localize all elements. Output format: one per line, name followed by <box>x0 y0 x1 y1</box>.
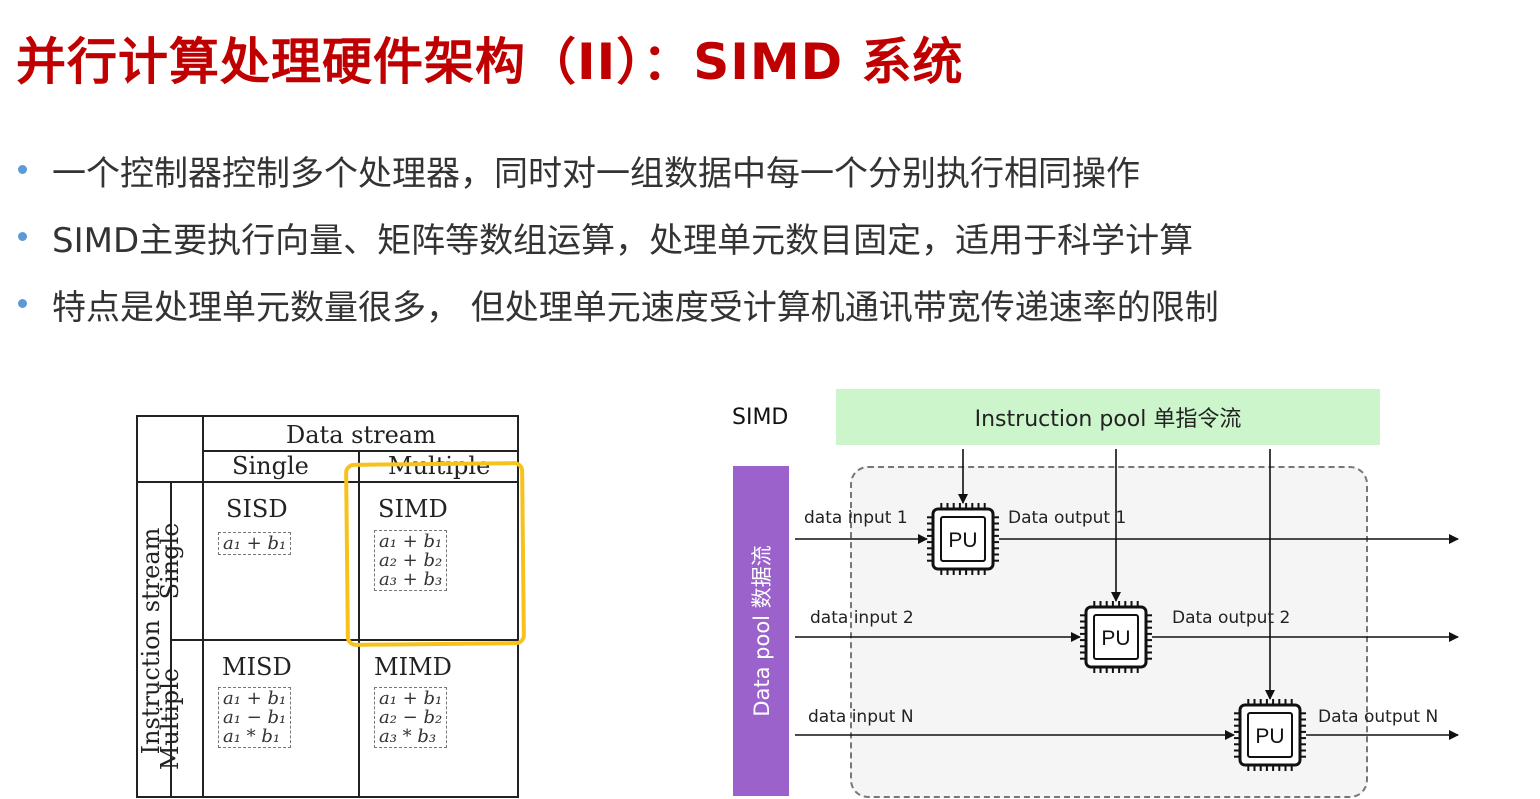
pu-label: PU <box>1101 627 1130 650</box>
instruction-pool: Instruction pool 单指令流 <box>836 389 1380 445</box>
data-input-2-label: data input 2 <box>810 608 914 628</box>
table-line <box>517 415 519 798</box>
bullet-dot-icon <box>18 165 27 174</box>
pu-label: PU <box>948 529 977 552</box>
table-line <box>136 415 519 417</box>
simd-diagram-label: SIMD <box>732 405 789 430</box>
table-line <box>358 450 360 798</box>
simd-diagram-graphics: PU PU PU <box>795 449 1459 771</box>
column-header-multiple: Multiple <box>388 452 491 480</box>
data-input-n-label: data input N <box>808 707 914 727</box>
column-header-single: Single <box>232 452 309 480</box>
bullet-dot-icon <box>18 299 27 308</box>
flynn-taxonomy-table: Data stream Single Multiple Instruction … <box>136 415 521 799</box>
simd-label: SIMD <box>378 495 448 523</box>
row-header-single: Single <box>156 522 184 600</box>
pu-chip-icon: PU <box>1080 601 1152 673</box>
table-line <box>136 415 138 798</box>
pu-chip-icon: PU <box>1234 699 1306 771</box>
simd-ops: a₁ + b₁ a₂ + b₂ a₃ + b₃ <box>374 530 448 591</box>
table-line <box>170 481 172 798</box>
table-line <box>136 481 519 483</box>
misd-ops: a₁ + b₁ a₁ − b₁ a₁ * b₁ <box>218 687 292 748</box>
bullet-dot-icon <box>18 232 27 241</box>
pu-chip-icon: PU <box>927 503 999 575</box>
data-output-n-label: Data output N <box>1318 707 1439 727</box>
data-output-1-label: Data output 1 <box>1008 508 1127 528</box>
data-input-1-label: data input 1 <box>804 508 908 528</box>
page-title: 并行计算处理硬件架构（II）：SIMD 系统 <box>16 33 964 91</box>
simd-highlight-box <box>344 461 526 647</box>
data-output-2-label: Data output 2 <box>1172 608 1291 628</box>
table-line <box>136 796 519 798</box>
data-pool: Data pool 数据流 <box>733 466 789 796</box>
sisd-label: SISD <box>226 495 288 523</box>
sisd-ops: a₁ + b₁ <box>218 532 292 555</box>
data-stream-header: Data stream <box>286 421 436 449</box>
table-line <box>170 639 519 641</box>
row-header-multiple: Multiple <box>156 667 184 771</box>
table-line <box>203 450 519 452</box>
pu-label: PU <box>1255 725 1284 748</box>
table-line <box>202 415 204 798</box>
mimd-label: MIMD <box>374 653 452 681</box>
mimd-ops: a₁ + b₁ a₂ − b₂ a₃ * b₃ <box>374 687 448 748</box>
simd-diagram: SIMD Instruction pool 单指令流 Data pool 数据流… <box>720 385 1540 799</box>
misd-label: MISD <box>222 653 292 681</box>
